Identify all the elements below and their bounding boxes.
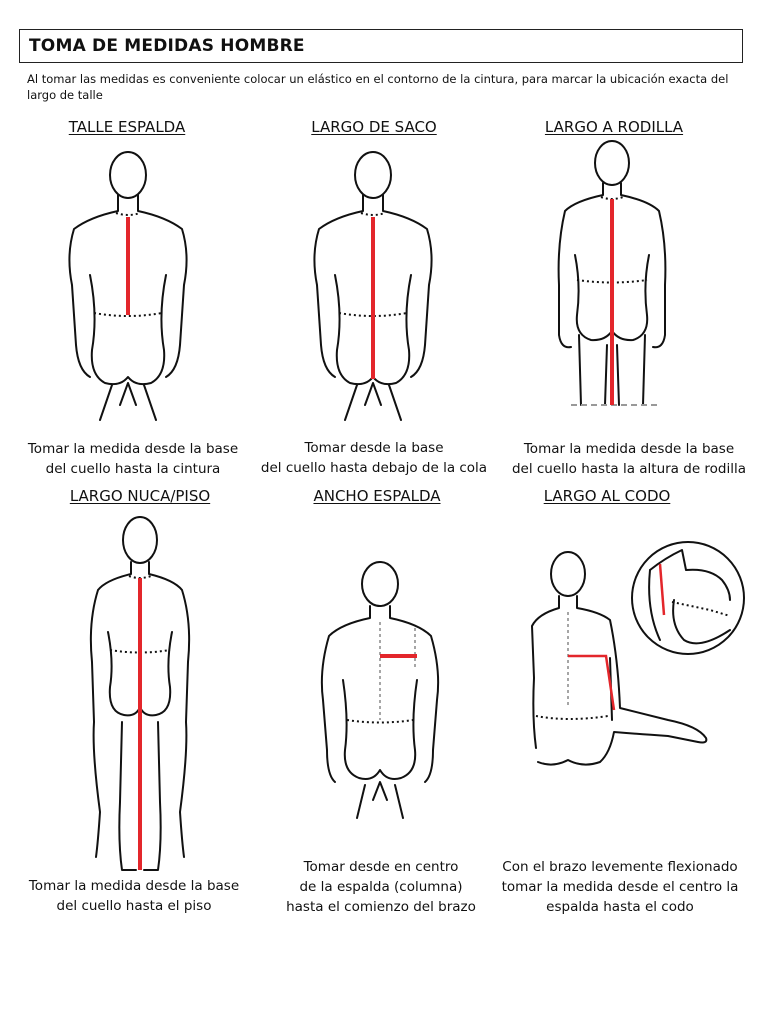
title-box: TOMA DE MEDIDAS HOMBRE — [19, 29, 743, 63]
caption-line: del cuello hasta la cintura — [45, 461, 221, 477]
waist-dotted — [93, 312, 163, 317]
figure-largo-a-rodilla — [557, 140, 667, 406]
caption-line: del cuello hasta la altura de rodilla — [511, 461, 747, 477]
caption-line: Tomar desde la base — [304, 440, 444, 456]
caption-line: Con el brazo levemente flexionado — [502, 859, 738, 875]
waist-dotted — [338, 312, 408, 317]
caption-line: Tomar la medida desde la base — [523, 441, 735, 457]
caption-talle-espalda: Tomar la medida desde la base del cuello… — [28, 439, 238, 479]
caption-line: hasta el comienzo del brazo — [286, 899, 476, 915]
caption-line: Tomar la medida desde la base — [27, 441, 239, 457]
caption-line: del cuello hasta debajo de la cola — [260, 460, 488, 476]
heading-largo-nuca-piso: LARGO NUCA/PISO — [69, 487, 211, 505]
measure-line — [568, 654, 616, 711]
heading-largo-de-saco: LARGO DE SACO — [311, 118, 437, 136]
waist-dotted — [346, 719, 414, 724]
inset-elbow-dotted — [671, 601, 731, 617]
caption-largo-al-codo: Con el brazo levemente flexionado tomar … — [502, 857, 739, 917]
body-outline — [320, 561, 440, 819]
page-title: TOMA DE MEDIDAS HOMBRE — [29, 36, 305, 56]
caption-largo-a-rodilla: Tomar la medida desde la base del cuello… — [512, 439, 746, 479]
caption-line: tomar la medida desde el centro la — [501, 879, 739, 895]
caption-line: de la espalda (columna) — [299, 879, 463, 895]
figure-largo-nuca-piso — [89, 516, 191, 871]
caption-line: espalda hasta el codo — [546, 899, 694, 915]
figure-largo-de-saco — [313, 151, 433, 421]
caption-line: Tomar la medida desde la base — [28, 878, 240, 894]
body-outline — [531, 551, 708, 766]
caption-largo-de-saco: Tomar desde la base del cuello hasta deb… — [261, 438, 487, 478]
neck-base-dotted — [360, 212, 386, 216]
figure-largo-al-codo — [531, 551, 708, 766]
caption-largo-nuca-piso: Tomar la medida desde la base del cuello… — [29, 876, 239, 916]
neck-base-dotted — [600, 196, 624, 200]
figure-talle-espalda — [68, 151, 188, 421]
heading-largo-a-rodilla: LARGO A RODILLA — [544, 118, 684, 136]
heading-ancho-espalda: ANCHO ESPALDA — [313, 487, 441, 505]
neck-base-dotted — [128, 575, 152, 579]
heading-largo-al-codo: LARGO AL CODO — [543, 487, 671, 505]
caption-line: Tomar desde en centro — [303, 859, 459, 875]
inset-measure-line — [658, 563, 666, 616]
intro-text: Al tomar las medidas es conveniente colo… — [27, 72, 729, 102]
body-outline — [68, 151, 188, 421]
caption-ancho-espalda: Tomar desde en centro de la espalda (col… — [286, 857, 476, 917]
caption-line: del cuello hasta el piso — [56, 898, 212, 914]
neck-base-dotted — [115, 212, 141, 216]
waist-dotted — [535, 715, 609, 720]
figure-ancho-espalda — [320, 561, 440, 819]
heading-talle-espalda: TALLE ESPALDA — [68, 118, 186, 136]
inset-arm-detail — [631, 541, 745, 655]
